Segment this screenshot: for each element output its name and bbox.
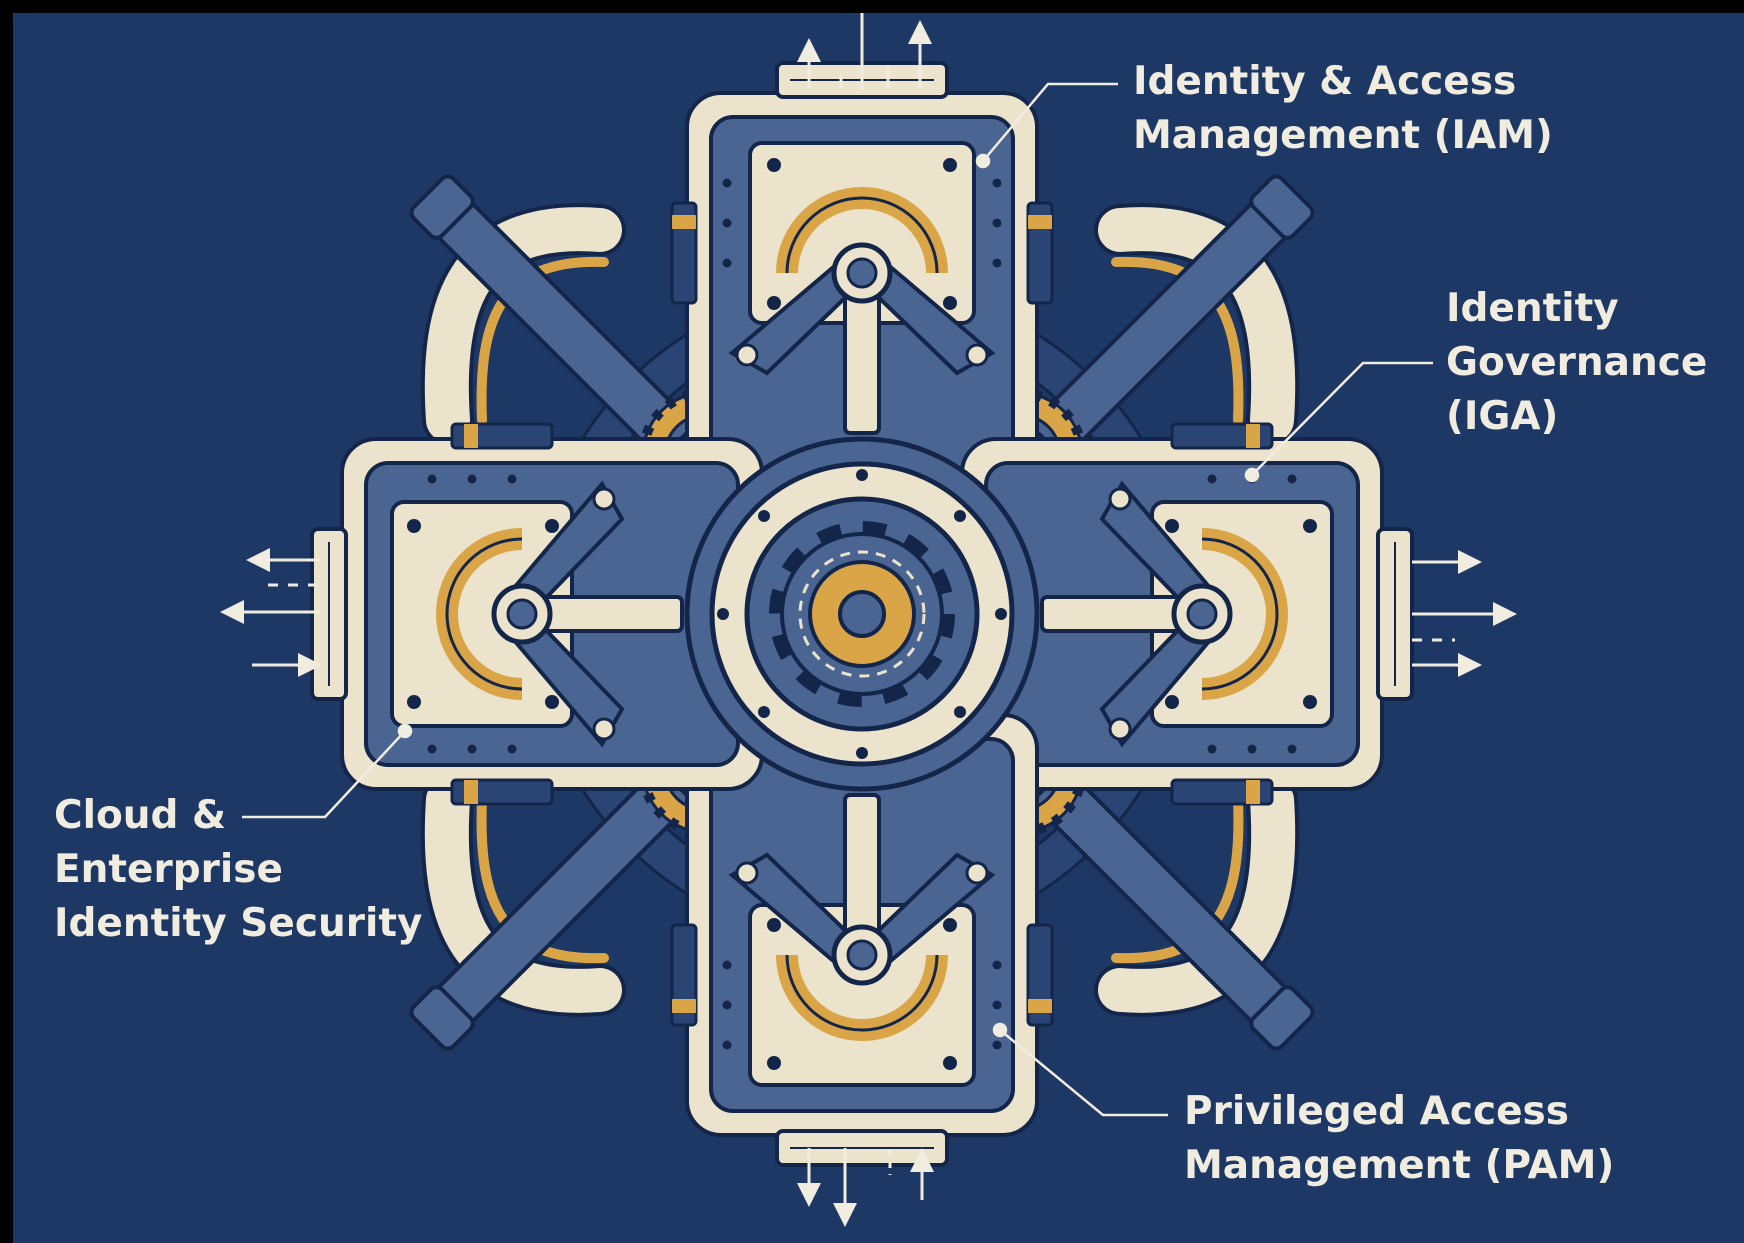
label-iga-line-3: (IGA) <box>1446 394 1559 439</box>
label-iam-line-2: Management (IAM) <box>1133 113 1553 158</box>
label-pam: Privileged Access Management (PAM) <box>1184 1085 1614 1193</box>
leader-lines <box>242 82 1433 1117</box>
label-cloud-line-2: Enterprise <box>54 847 283 892</box>
label-iga-line-1: Identity <box>1446 286 1619 331</box>
label-iam-line-1: Identity & Access <box>1133 59 1517 104</box>
label-cloud-enterprise: Cloud & Enterprise Identity Security <box>54 789 422 951</box>
flow-arrows <box>220 13 1517 1227</box>
central-gear-icon <box>769 521 955 707</box>
label-iga-line-2: Governance <box>1446 340 1708 385</box>
label-cloud-line-3: Identity Security <box>54 901 423 946</box>
label-iga: Identity Governance (IGA) <box>1446 282 1707 444</box>
label-pam-line-1: Privileged Access <box>1184 1089 1569 1134</box>
label-pam-line-2: Management (PAM) <box>1184 1143 1615 1188</box>
label-iam: Identity & Access Management (IAM) <box>1133 55 1553 163</box>
label-cloud-line-1: Cloud & <box>54 793 227 838</box>
